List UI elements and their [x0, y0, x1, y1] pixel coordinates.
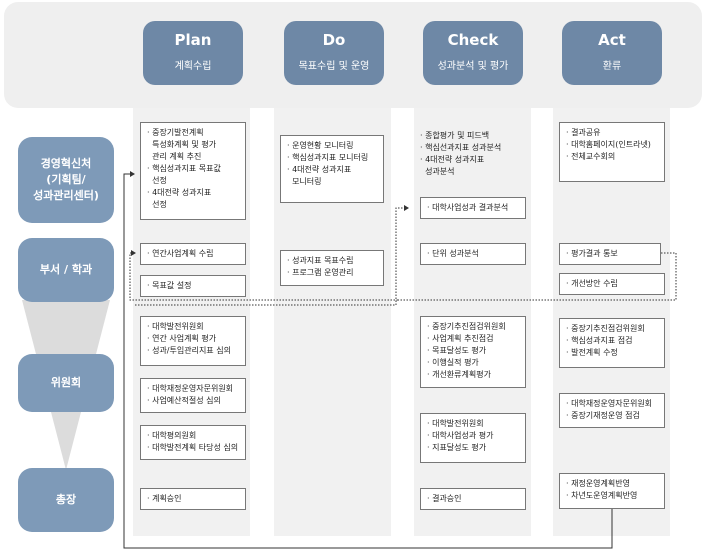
- phase-subtitle: 성과분석 및 평가: [437, 61, 509, 72]
- actor-label: 위원회: [50, 376, 82, 390]
- plan-committee-box-3: · 대학평의원회 · 대학발전계획 타당성 심의: [140, 425, 246, 460]
- phase-do-header: Do 목표수립 및 운영: [284, 21, 384, 85]
- plan-dept-box-1: · 연간사업계획 수립: [140, 243, 246, 265]
- phase-subtitle: 환류: [602, 61, 622, 72]
- check-committee-box-1: · 중장기추진점검위원회 · 사업계획 추진점검 · 목표달성도 평가 · 이행…: [420, 316, 526, 388]
- act-dept-box-2: · 개선방안 수립: [559, 273, 665, 295]
- phase-subtitle: 계획수립: [174, 61, 212, 72]
- do-dept-box: · 성과지표 목표수립 · 프로그램 운영관리: [280, 250, 384, 286]
- phase-title: Plan: [174, 31, 212, 49]
- actor-department: 부서 / 학과: [18, 238, 114, 302]
- act-president-box: · 재정운영계획반영 · 차년도운영계획반영: [559, 473, 665, 509]
- plan-committee-box-1: · 대학발전위원회 · 연간 사업계획 평가 · 성과/투입관리지표 심의: [140, 316, 246, 366]
- check-mgmt-box: · 대학사업성과 결과분석: [420, 197, 526, 219]
- plan-mgmt-box: · 중장기발전계획 특성화계획 및 평가 관리 계획 추진 · 핵심성과지표 목…: [140, 122, 246, 220]
- plan-president-box: · 계획승인: [140, 488, 246, 510]
- actor-label: 부서 / 학과: [39, 263, 93, 277]
- phase-plan-header: Plan 계획수립: [143, 21, 243, 85]
- phase-title: Do: [322, 31, 346, 49]
- check-mgmt-text: · 종합평가 및 피드백 · 핵심선과지표 성과분석 · 4대전략 성과지표 성…: [420, 131, 502, 176]
- actor-committee: 위원회: [18, 354, 114, 412]
- phase-check-header: Check 성과분석 및 평가: [423, 21, 523, 85]
- phase-title: Check: [447, 31, 499, 49]
- actor-label: 총장: [55, 493, 77, 507]
- check-dept-box: · 단위 성과분석: [420, 243, 526, 265]
- act-committee-box-2: · 대학재정운영자문위원회 · 중장기재정운영 점검: [559, 393, 665, 428]
- act-mgmt-box: · 결과공유 · 대학홈페이지(인트라넷) · 전체교수회의: [559, 122, 665, 182]
- actor-president: 총장: [18, 468, 114, 532]
- actor-management: 경영혁신처 (기획팀/ 성과관리센터): [18, 137, 114, 223]
- check-president-box: · 결과승인: [420, 488, 526, 510]
- act-committee-box-1: · 중장기추진점검위원회 · 핵심성과지표 점검 · 발전계획 수정: [559, 318, 665, 368]
- phase-subtitle: 목표수립 및 운영: [298, 61, 370, 72]
- do-mgmt-box: · 운영현황 모니터링 · 핵심성과지표 모니터링 · 4대전략 성과지표 모니…: [280, 135, 384, 203]
- actor-label: 경영혁신처 (기획팀/ 성과관리센터): [33, 157, 99, 202]
- check-committee-box-2: · 대학발전위원회 · 대학사업성과 평가 · 지표달성도 평가: [420, 413, 526, 463]
- plan-dept-box-2: · 목표값 설정: [140, 275, 246, 297]
- phase-title: Act: [598, 31, 626, 49]
- act-dept-box-1: · 평가결과 통보: [559, 243, 661, 265]
- phase-act-header: Act 환류: [562, 21, 662, 85]
- plan-committee-box-2: · 대학재정운영자문위원회 · 사업예산적절성 심의: [140, 378, 246, 413]
